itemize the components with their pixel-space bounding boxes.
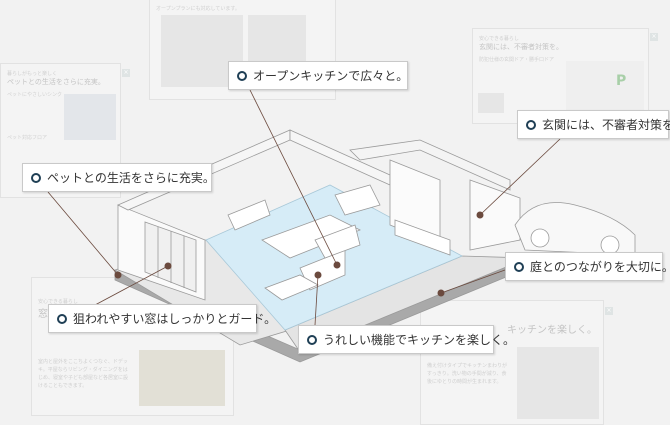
ring-icon [237,70,247,81]
close-icon[interactable]: × [122,69,130,77]
dishwasher-info-panel: キッチンを楽しく。 備え付けタイプでキッチンまわりがすっきり。洗い物の手間が減り… [420,300,604,425]
lock-photo [478,93,504,113]
bath [334,184,381,216]
ring-icon [57,313,67,324]
marker-open-kitchen [333,261,341,269]
pet-photo [64,94,116,140]
cp-logo-icon: P [616,73,627,89]
callout-open-kitchen[interactable]: オープンキッチンで広々と。 [228,61,408,90]
panel-heading: 玄関には、不審者対策を。 [479,43,563,51]
ring-icon [526,119,536,130]
panel-subheading: 安心できる暮らし [38,299,78,305]
callout-garden[interactable]: 庭とのつながりを大切に。 [505,252,670,281]
callout-label: 庭とのつながりを大切に。 [530,260,670,274]
deck-photo [139,350,225,406]
callout-window[interactable]: 狙われやすい窓はしっかりとガード。 [48,304,276,333]
callout-label: 狙われやすい窓はしっかりとガード。 [73,312,277,326]
panel-heading: ペットとの生活をさらに充実。 [7,78,105,86]
sofa [314,224,361,259]
close-icon[interactable]: × [605,307,613,315]
panel-subheading: 暮らしがもっと楽しく [7,71,58,77]
callout-pet[interactable]: ペットとの生活をさらに充実。 [22,163,215,192]
entrance-detail-box [566,61,644,111]
callout-label: 玄関には、不審者対策を。 [542,118,670,132]
callout-entrance[interactable]: 玄関には、不審者対策を。 [517,110,670,139]
panel-subheading: 安心できる暮らし [479,36,519,42]
dining-table [264,274,319,301]
panel-item: ペットにやさしいシンク [7,92,63,98]
close-icon[interactable]: × [650,33,658,41]
panel-heading: キッチンを楽しく。 [507,325,597,336]
callout-label: オープンキッチンで広々と。 [253,69,409,83]
ring-icon [514,261,524,272]
rear-room-wall [349,139,511,191]
panel-body: 室内と屋外をここちよくつなぐ、ドデッキ。平屋ならリビング・ダイニングをはじめ、寝… [38,359,129,389]
kitchen-counter [261,214,361,259]
callout-label: ペットとの生活をさらに充実。 [47,171,215,185]
marker-garden [437,289,445,297]
desk [227,199,271,231]
callout-label: うれしい機能でキッチンを楽しく。 [323,333,516,347]
entrance-info-panel: 安心できる暮らし 玄関には、不審者対策を。 防犯仕様の玄関ドア・勝手口ドア P [472,28,649,124]
ring-icon [31,172,41,183]
ring-icon [307,334,317,345]
marker-pet [114,271,122,279]
panel-item: 防犯仕様の玄関ドア・勝手口ドア [479,57,555,63]
dishwasher-photo [517,347,599,419]
panel-heading: 窓 [38,309,48,320]
panel-body: 備え付けタイプでキッチンまわりがすっきり。洗い物の手間が減り、食後にゆとりの時間… [427,363,508,385]
tv-stand [394,219,451,256]
kitchen-photo-2 [248,15,306,61]
panel-item: ペット対応フロア [7,135,48,141]
callout-kitchen[interactable]: うれしい機能でキッチンを楽しく。 [298,325,515,354]
marker-kitchen [314,271,322,279]
marker-entrance [476,211,484,219]
panel-heading: オープンプランにも対応しています。 [156,6,240,12]
entrance-wall [469,179,521,251]
marker-window [164,262,172,270]
